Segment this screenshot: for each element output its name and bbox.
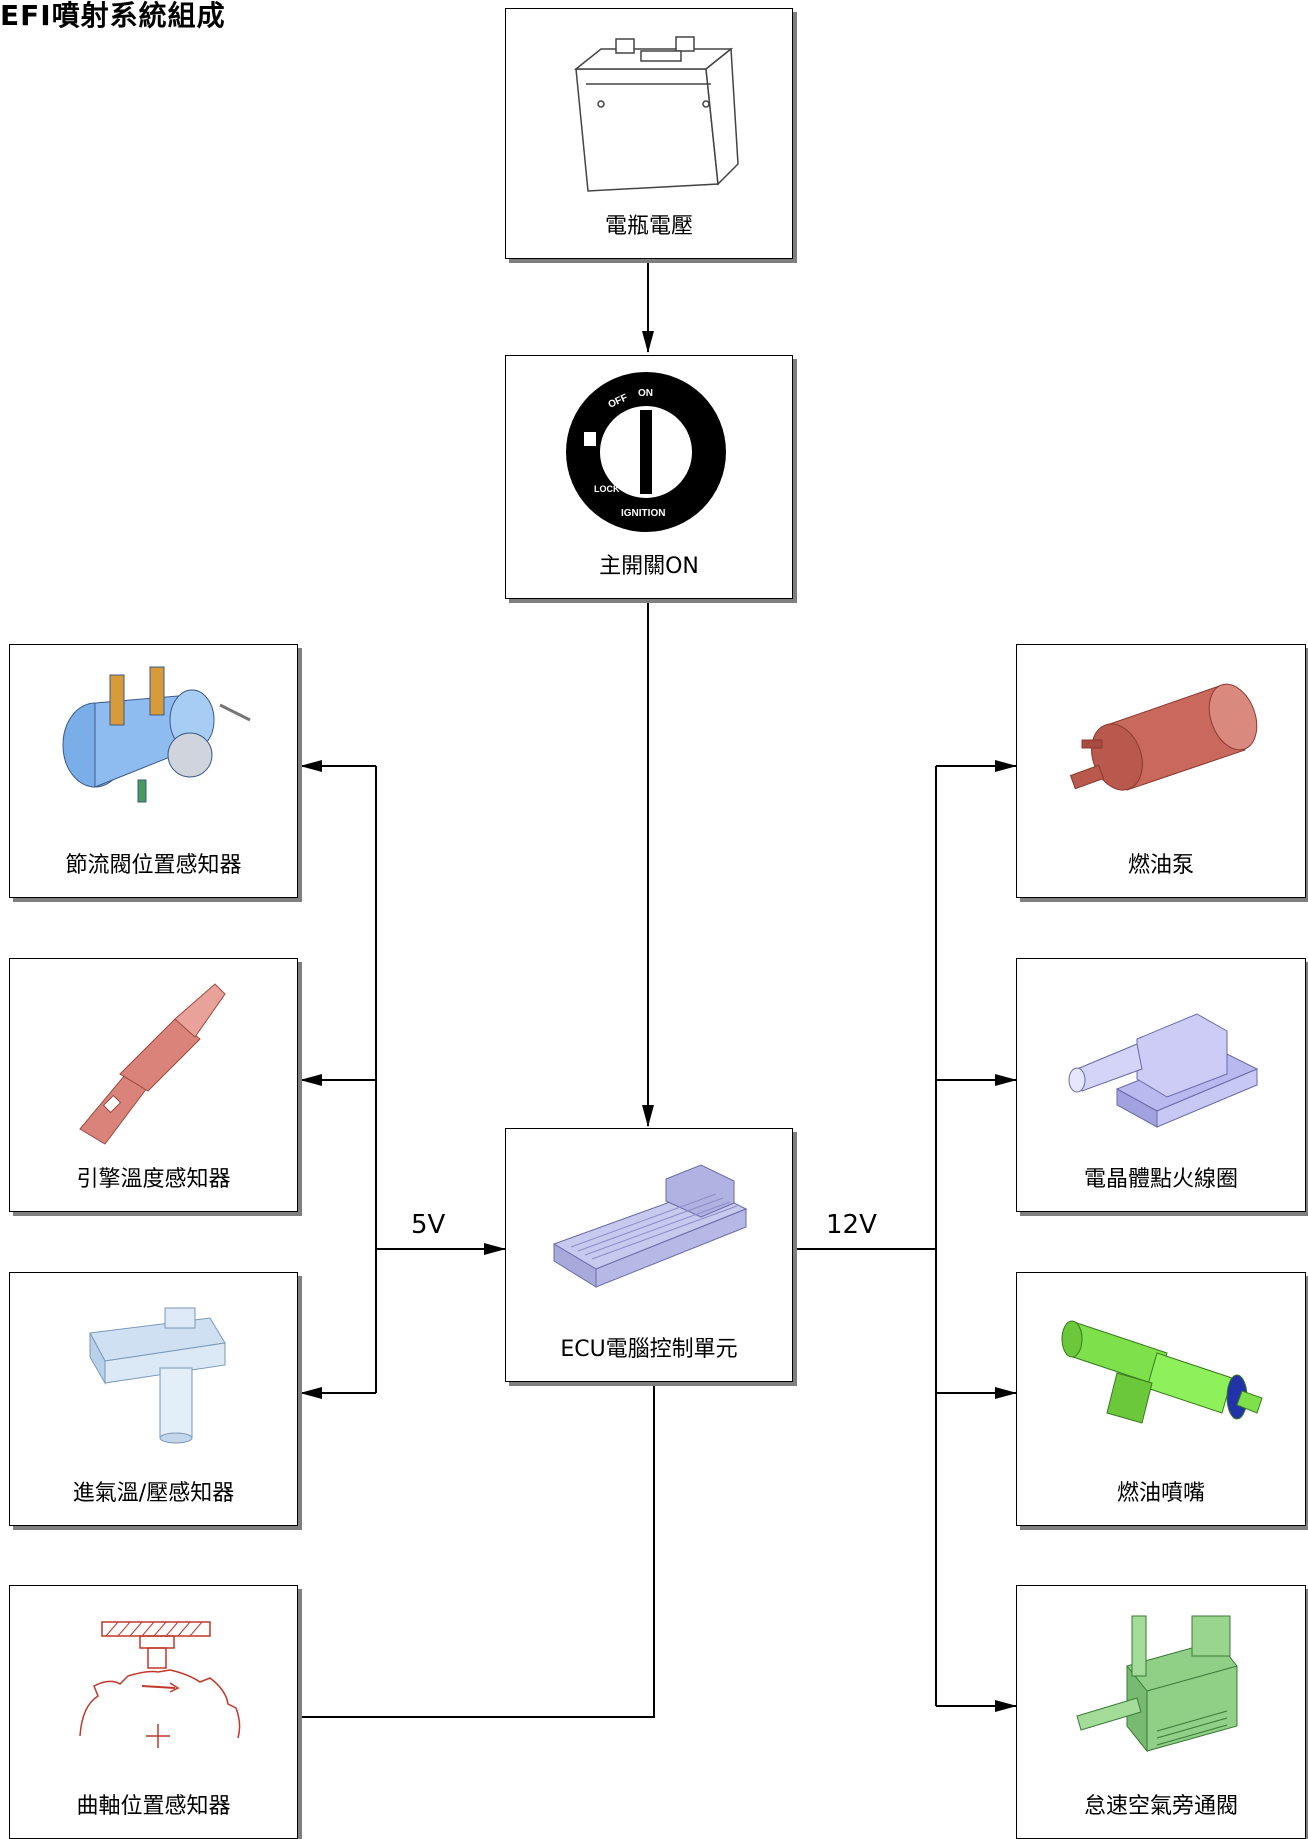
dial-on-text: ON (638, 388, 653, 399)
temperature-sensor-icon (79, 983, 226, 1145)
intake-sensor-box: 進氣溫/壓感知器 (9, 1272, 298, 1526)
dial-ignition-text: IGNITION (621, 508, 665, 519)
ecu-module-icon (552, 1164, 748, 1288)
engine-temp-sensor-label: 引擎溫度感知器 (76, 1167, 231, 1192)
voltage-label-12v: 12V (826, 1210, 877, 1240)
page-title: EFI噴射系統組成 (0, 0, 226, 32)
battery-box: 電瓶電壓 (505, 8, 793, 259)
ecu-label: ECU電腦控制單元 (560, 1337, 738, 1362)
fuel-injector-box: 燃油噴嘴 (1016, 1272, 1306, 1526)
battery-label: 電瓶電壓 (604, 214, 693, 239)
intake-sensor-label: 進氣溫/壓感知器 (72, 1481, 235, 1506)
throttle-sensor-box: 節流閥位置感知器 (9, 644, 298, 898)
dial-lock-text: LOCK (594, 484, 620, 494)
ignition-box: OFF ON LOCK IGNITION 主開關ON (505, 355, 793, 599)
fuel-pump-label: 燃油泵 (1127, 853, 1194, 878)
ignition-coil-box: 電晶體點火線圈 (1016, 958, 1306, 1212)
crank-sensor-icon (79, 1621, 241, 1748)
voltage-label-5v: 5V (411, 1210, 446, 1240)
throttle-body-icon (62, 666, 251, 803)
ecu-box: ECU電腦控制單元 (505, 1128, 793, 1382)
ignition-coil-icon (1068, 1013, 1259, 1128)
battery-icon (573, 36, 739, 192)
idle-air-valve-icon (1076, 1615, 1238, 1753)
ignition-coil-label: 電晶體點火線圈 (1083, 1167, 1238, 1192)
map-sensor-icon (89, 1307, 226, 1444)
idle-valve-label: 怠速空氣旁通閥 (1083, 1794, 1238, 1819)
ignition-label: 主開關ON (599, 554, 699, 579)
wire-crank-to-ecu (300, 1383, 655, 1718)
throttle-sensor-label: 節流閥位置感知器 (65, 853, 242, 878)
fuel-pump-icon (1069, 683, 1258, 791)
idle-valve-box: 怠速空氣旁通閥 (1016, 1585, 1306, 1839)
fuel-injector-icon (1061, 1320, 1263, 1424)
crank-sensor-box: 曲軸位置感知器 (9, 1585, 298, 1839)
fuel-injector-label: 燃油噴嘴 (1116, 1481, 1205, 1506)
crank-sensor-label: 曲軸位置感知器 (76, 1794, 231, 1819)
fuel-pump-box: 燃油泵 (1016, 644, 1306, 898)
engine-temp-sensor-box: 引擎溫度感知器 (9, 958, 298, 1212)
ignition-switch-icon: OFF ON LOCK IGNITION (566, 372, 726, 532)
